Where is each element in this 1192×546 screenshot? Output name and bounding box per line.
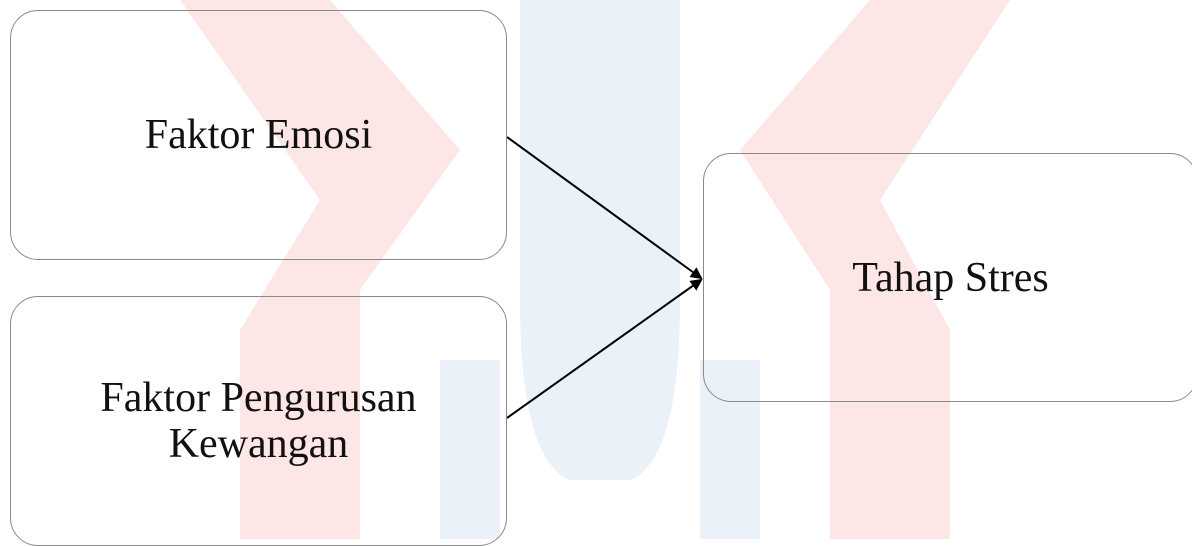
watermark-blue-lower-right bbox=[700, 360, 760, 539]
node-faktor-pengurusan-kewangan: Faktor Pengurusan Kewangan bbox=[10, 296, 507, 546]
watermark-red-left bbox=[180, 0, 460, 539]
watermark-red-right bbox=[740, 0, 1010, 539]
node-tahap-stres: Tahap Stres bbox=[703, 153, 1192, 402]
arrow-kewangan-to-stres bbox=[506, 278, 703, 419]
watermark-blue-center bbox=[520, 0, 680, 480]
watermark-blue-lower-left bbox=[440, 360, 500, 539]
node-label-faktor-emosi: Faktor Emosi bbox=[144, 112, 373, 158]
node-label-tahap-stres: Tahap Stres bbox=[852, 254, 1049, 301]
arrow-emosi-to-stres bbox=[506, 136, 703, 280]
node-faktor-emosi: Faktor Emosi bbox=[10, 10, 507, 260]
node-label-faktor-pengurusan-kewangan: Faktor Pengurusan Kewangan bbox=[100, 375, 417, 467]
